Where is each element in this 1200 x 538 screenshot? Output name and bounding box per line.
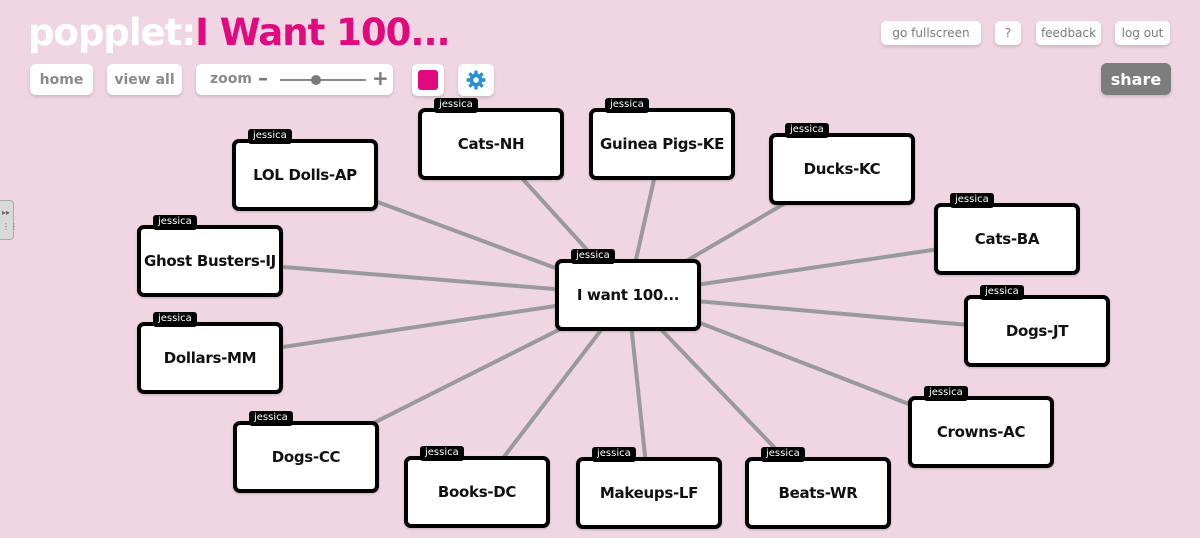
popple[interactable]: jessica Cats-NH bbox=[418, 98, 564, 180]
feedback-button[interactable]: feedback bbox=[1036, 21, 1101, 45]
author-tag: jessica bbox=[153, 312, 197, 327]
settings-button[interactable] bbox=[458, 64, 494, 96]
expand-arrows-icon: ▸▸ bbox=[2, 208, 11, 217]
popple-label: Ghost Busters-IJ bbox=[144, 252, 276, 270]
author-tag: jessica bbox=[248, 129, 292, 144]
popple-label: Books-DC bbox=[437, 483, 517, 501]
zoom-slider-track[interactable] bbox=[280, 79, 366, 81]
home-button[interactable]: home bbox=[30, 64, 93, 95]
author-tag: jessica bbox=[605, 98, 649, 113]
popple[interactable]: jessica Beats-WR bbox=[745, 447, 891, 529]
author-tag: jessica bbox=[249, 411, 293, 426]
help-button[interactable]: ? bbox=[995, 21, 1021, 45]
popple[interactable]: jessica Ducks-KC bbox=[769, 123, 915, 205]
gear-icon bbox=[466, 70, 486, 90]
grip-icon: ⋮⋮ bbox=[2, 222, 18, 231]
author-tag: jessica bbox=[153, 215, 197, 230]
zoom-label: zoom bbox=[210, 71, 252, 87]
author-tag: jessica bbox=[980, 285, 1024, 300]
zoom-in-button[interactable]: + bbox=[372, 66, 389, 90]
popple[interactable]: jessica Dogs-CC bbox=[233, 411, 379, 493]
author-tag: jessica bbox=[420, 446, 464, 461]
color-picker-button[interactable] bbox=[412, 64, 444, 96]
side-panel-toggle[interactable]: ▸▸ ⋮⋮ bbox=[0, 200, 18, 240]
author-tag: jessica bbox=[924, 386, 968, 401]
popple[interactable]: jessica LOL Dolls-AP bbox=[232, 129, 378, 211]
popple-label: Dogs-JT bbox=[1005, 322, 1069, 340]
fullscreen-button[interactable]: go fullscreen bbox=[881, 21, 981, 45]
zoom-control: zoom – + bbox=[196, 64, 393, 95]
popple-label: LOL Dolls-AP bbox=[253, 166, 357, 184]
popple-label: Dollars-MM bbox=[163, 349, 257, 367]
popple-label: Dogs-CC bbox=[271, 448, 341, 466]
author-tag: jessica bbox=[571, 249, 615, 264]
popple-label: Beats-WR bbox=[778, 484, 858, 502]
popple[interactable]: jessica Dollars-MM bbox=[137, 312, 283, 394]
author-tag: jessica bbox=[950, 193, 994, 208]
popple-label: Cats-BA bbox=[974, 230, 1040, 248]
popple-label: Crowns-AC bbox=[936, 423, 1026, 441]
zoom-out-button[interactable]: – bbox=[258, 66, 268, 90]
author-tag: jessica bbox=[592, 447, 636, 462]
center-popple[interactable]: jessica I want 100... bbox=[555, 249, 701, 331]
zoom-slider-handle[interactable] bbox=[311, 75, 322, 85]
author-tag: jessica bbox=[761, 447, 805, 462]
popple[interactable]: jessica Dogs-JT bbox=[964, 285, 1110, 367]
popple-label: Guinea Pigs-KE bbox=[599, 135, 725, 153]
app-logo-title: popplet:I Want 100... bbox=[28, 11, 451, 54]
logo-separator: : bbox=[181, 11, 196, 54]
logout-button[interactable]: log out bbox=[1115, 21, 1170, 45]
popple[interactable]: jessica Makeups-LF bbox=[576, 447, 722, 529]
popple[interactable]: jessica Ghost Busters-IJ bbox=[137, 215, 283, 297]
popple-label: Cats-NH bbox=[457, 135, 525, 153]
color-swatch bbox=[418, 70, 438, 90]
brand-logo[interactable]: popplet bbox=[28, 11, 182, 54]
author-tag: jessica bbox=[785, 123, 829, 138]
popple-label: I want 100... bbox=[576, 286, 680, 304]
share-button[interactable]: share bbox=[1101, 63, 1171, 95]
popple-label: Makeups-LF bbox=[599, 484, 699, 502]
popple[interactable]: jessica Guinea Pigs-KE bbox=[589, 98, 735, 180]
popple[interactable]: jessica Cats-BA bbox=[934, 193, 1080, 275]
author-tag: jessica bbox=[434, 98, 478, 113]
popple-label: Ducks-KC bbox=[803, 160, 881, 178]
popple[interactable]: jessica Crowns-AC bbox=[908, 386, 1054, 468]
popplet-title[interactable]: I Want 100... bbox=[195, 11, 450, 54]
popple[interactable]: jessica Books-DC bbox=[404, 446, 550, 528]
view-all-button[interactable]: view all bbox=[107, 64, 182, 95]
